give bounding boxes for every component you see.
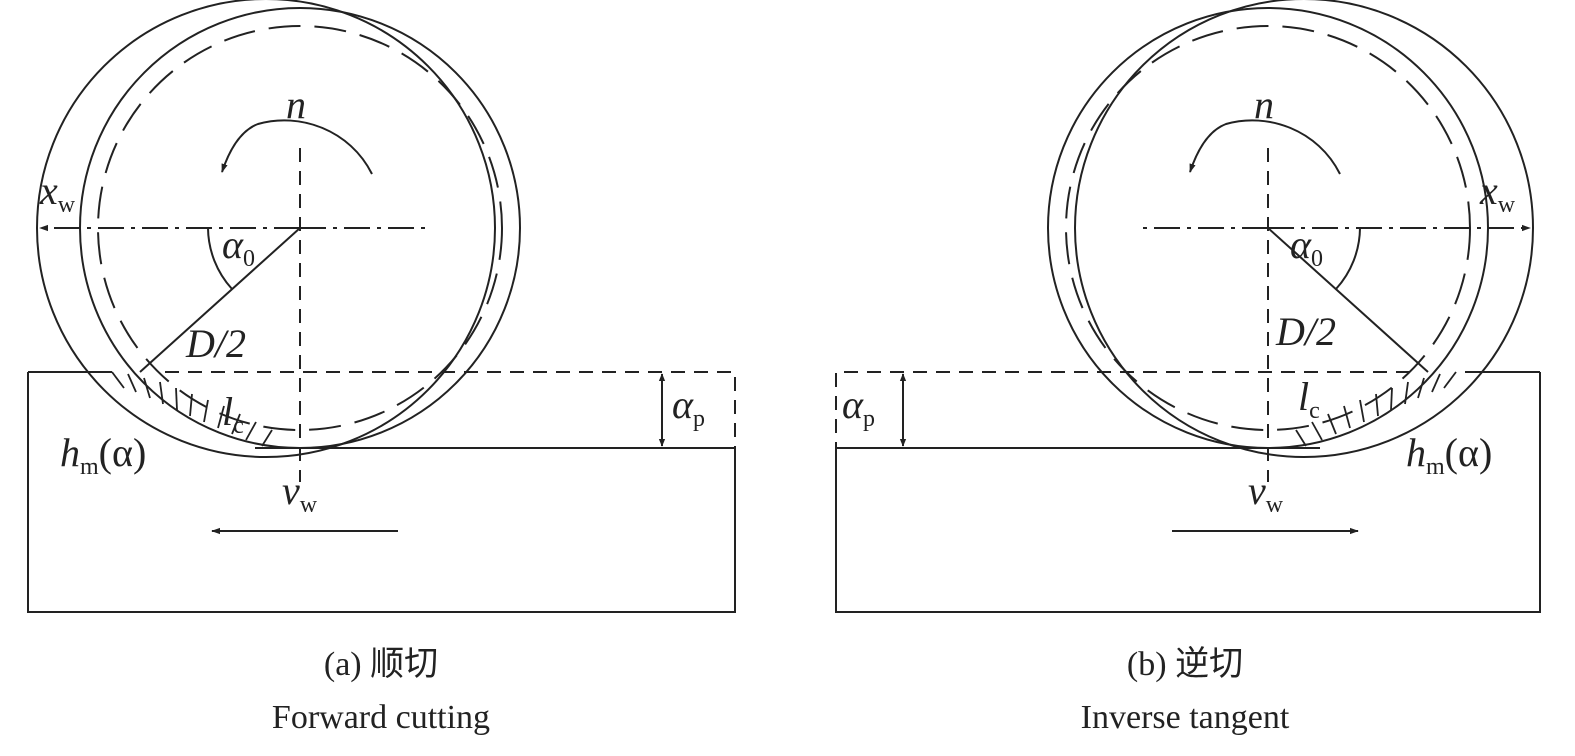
wheel-outer-circle-a — [36, 0, 496, 458]
wheel-outer-circle-b — [1074, 0, 1534, 458]
x-axis-label-a: xw — [39, 168, 76, 218]
ap-label-a: αp — [672, 382, 705, 432]
rotation-n-label-b: n — [1254, 82, 1274, 127]
hm-label-a: hm(α) — [60, 430, 146, 480]
radius-line-a — [139, 227, 301, 373]
x-axis-label-b: xw — [1479, 168, 1516, 218]
panel-b-labels: n xw α0 D/2 lc αp hm(α) vw (b) 逆切 Invers… — [842, 82, 1516, 736]
alpha0-arc-b — [1335, 227, 1361, 290]
workpiece-a — [27, 372, 736, 613]
alpha0-label-b: α0 — [1290, 222, 1323, 272]
panel-a — [27, 0, 736, 613]
alpha0-arc-a — [207, 227, 233, 290]
alpha0-label-a: α0 — [222, 222, 255, 272]
workpiece-b — [835, 372, 1541, 613]
caption-a-line2: Forward cutting — [272, 699, 490, 736]
panel-a-labels: n xw α0 D/2 lc αp hm(α) vw (a) 顺切 Forwar… — [39, 82, 705, 736]
original-surface-b — [835, 371, 1410, 448]
rotation-arrow-a — [221, 119, 373, 175]
ap-label-b: αp — [842, 382, 875, 432]
caption-a-line1: (a) 顺切 — [324, 646, 438, 683]
d-half-label-a: D/2 — [185, 321, 246, 366]
lc-label-a: lc — [222, 389, 244, 439]
panel-b — [835, 0, 1541, 613]
hm-label-b: hm(α) — [1406, 430, 1492, 480]
lc-label-b: lc — [1298, 374, 1320, 424]
rotation-n-label-a: n — [286, 82, 306, 127]
radius-line-b — [1267, 227, 1429, 373]
d-half-label-b: D/2 — [1275, 309, 1336, 354]
chip-hatching-a — [111, 371, 273, 447]
vw-label-a: vw — [282, 468, 318, 518]
rotation-arrow-b — [1189, 119, 1341, 175]
chip-hatching-b — [1295, 371, 1457, 447]
caption-b-line2: Inverse tangent — [1081, 699, 1290, 736]
caption-b-line1: (b) 逆切 — [1127, 645, 1243, 683]
wheel-dashed-circle-a — [97, 25, 503, 431]
original-surface-a — [165, 371, 736, 448]
vw-label-b: vw — [1248, 468, 1284, 518]
